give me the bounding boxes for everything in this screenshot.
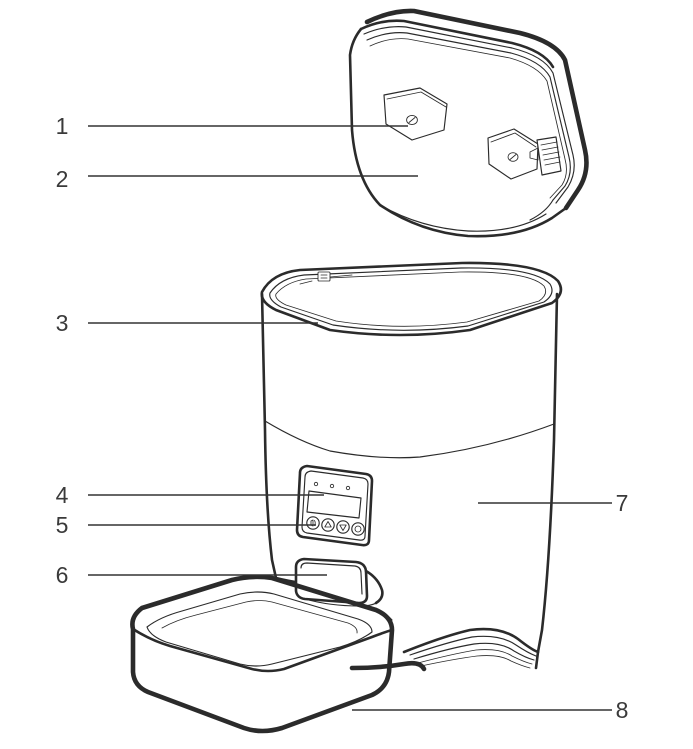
bowl-rear-connector (375, 609, 393, 621)
hinge-mark (320, 274, 328, 279)
indicator-dots (313, 481, 351, 491)
hinge-tail (329, 274, 353, 278)
callout-number-5: 5 (56, 512, 69, 538)
set-button[interactable] (351, 522, 365, 536)
callout-number-3: 3 (56, 310, 69, 336)
hopper-right-wall (536, 292, 559, 654)
indicator-dot-3 (345, 485, 351, 491)
callout-number-7: 7 (616, 490, 629, 516)
lid-outer-rim (364, 8, 589, 211)
lid-rim-line-c (369, 38, 567, 199)
lid-bottom-inner (379, 204, 547, 232)
callout-number-2: 2 (56, 166, 69, 192)
clip-body (536, 136, 562, 176)
chute-flap-side (364, 569, 384, 605)
up-button[interactable] (321, 518, 335, 532)
clip-rib-2 (541, 146, 559, 151)
callout-number-8: 8 (616, 697, 629, 723)
fan-outer (402, 627, 540, 654)
indicator-dot-2 (329, 483, 335, 489)
hinge-tail-2 (299, 280, 313, 285)
control-panel (295, 464, 374, 547)
clip-rib-5 (544, 161, 561, 166)
chute-flap-inner (300, 562, 363, 595)
lid-rim-line-a (363, 26, 575, 204)
speaker-button[interactable] (306, 516, 320, 530)
callout-number-6: 6 (56, 562, 69, 588)
callout-number-1: 1 (56, 113, 69, 139)
down-button[interactable] (336, 520, 350, 534)
indicator-dot-1 (313, 481, 319, 487)
lid-hex-fastener-right (487, 128, 539, 180)
bowl-rim-top (131, 627, 394, 673)
fan-3 (413, 642, 535, 661)
bowl-right-edge (387, 628, 394, 674)
hopper-rim-outer (260, 261, 563, 337)
part-hopper-body (260, 261, 563, 672)
fan-4 (417, 649, 533, 665)
control-buttons[interactable] (306, 516, 365, 536)
lid-top-left-edge (359, 19, 555, 69)
lid-latch-clip (529, 136, 562, 176)
callout-number-4: 4 (56, 482, 69, 508)
hopper-left-wall (260, 292, 278, 580)
hopper-rim-inner (269, 267, 553, 331)
hopper-mid-seam (264, 420, 555, 459)
hopper-hinge-detail (299, 271, 353, 285)
hex-inner-edge (386, 91, 447, 108)
hex-shape (383, 87, 448, 141)
bowl-inner-recess (146, 591, 373, 667)
triangle-down-icon (339, 524, 347, 531)
bowl-inner-recess-2 (161, 600, 358, 634)
callout-group: 1 2 3 4 5 6 7 8 (56, 113, 629, 723)
fan-5 (420, 655, 531, 669)
lcd-display (306, 490, 362, 519)
hopper-right-base-edge (534, 650, 540, 670)
lid-side-wall (529, 199, 554, 221)
lid-hex-fastener-left (383, 87, 448, 141)
screw-slot-icon (509, 154, 517, 160)
part-lid (348, 8, 589, 238)
part-feeding-bowl (130, 574, 395, 734)
hopper-rim-inner-2 (275, 271, 547, 327)
button-ring[interactable] (321, 518, 335, 532)
button-ring[interactable] (351, 522, 365, 536)
record-icon (354, 525, 362, 533)
hinge-block (317, 271, 331, 282)
clip-rib-1 (540, 141, 558, 146)
panel-bezel-inner (301, 470, 369, 541)
fan-base-edge (349, 660, 427, 672)
lid-front-face (348, 27, 568, 238)
clip-rib-3 (542, 151, 560, 156)
clip-tab (529, 147, 539, 161)
lid-rim-line-b (366, 32, 571, 201)
hopper-base-fan (349, 627, 540, 672)
hex-inner-edge (490, 132, 537, 148)
screw-slot-icon (408, 117, 416, 123)
button-ring[interactable] (336, 520, 350, 534)
fan-2 (409, 635, 537, 657)
clip-rib-4 (543, 156, 561, 161)
triangle-up-icon (324, 521, 332, 528)
